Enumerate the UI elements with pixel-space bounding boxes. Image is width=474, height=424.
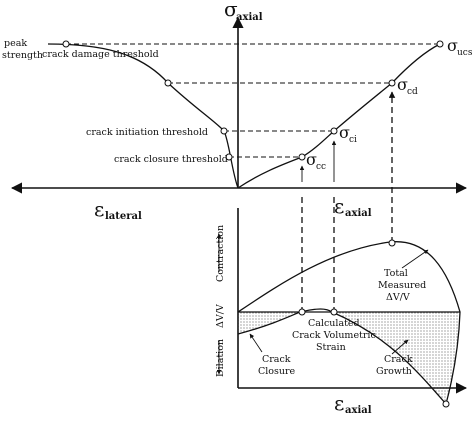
calculated-label-line1: Calculated <box>308 318 360 329</box>
sigma-ucs-symbol: σ <box>447 36 458 55</box>
sigma-ci-subscript: ci <box>349 135 357 145</box>
total-measured-leader <box>401 249 429 269</box>
eps-lateral-subscript: lateral <box>105 211 142 222</box>
total-volumetric-strain-curve <box>237 241 461 405</box>
crack-initiation-point <box>220 127 228 135</box>
cc-point <box>298 153 306 161</box>
sigma-cc-subscript: cc <box>316 162 326 172</box>
calculated-label-line2: Crack Volumetric <box>292 330 376 341</box>
contraction-label: Contraction <box>215 225 226 282</box>
peak-strength-label-line1: peak <box>4 38 27 49</box>
eps-axial-subscript: axial <box>345 208 372 219</box>
crack-closure-region-label-line2: Closure <box>258 366 296 377</box>
crack-closure-shaded-region <box>238 312 300 334</box>
sigma-axial-symbol: σ <box>224 0 238 21</box>
sigma-cc-symbol: σ <box>306 150 317 169</box>
axial-strain-curve <box>237 43 441 189</box>
lateral-strain-curve <box>47 43 239 189</box>
crack-volumetric-strain-curve <box>237 308 447 405</box>
cd-lower-point <box>388 239 396 247</box>
ucs-point <box>436 40 444 48</box>
eps-lateral-symbol: ε <box>94 197 104 221</box>
crack-initiation-label: crack initiation threshold <box>86 127 208 138</box>
peak-strength-point <box>62 40 70 48</box>
eps-axial-symbol: ε <box>334 194 344 218</box>
peak-strength-label-line2: strength <box>2 50 43 61</box>
crack-damage-label: crack damage threshold <box>42 49 159 60</box>
cd-point <box>388 79 396 87</box>
crack-closure-region-label-line1: Crack <box>262 354 291 365</box>
crack-closure-leader <box>249 333 263 353</box>
end-point <box>442 400 450 408</box>
lower-eps-axial-subscript: axial <box>345 405 372 416</box>
sigma-cd-subscript: cd <box>407 87 418 97</box>
ci-lower-point <box>330 308 338 316</box>
total-measured-label-line1: Total <box>384 268 408 279</box>
sigma-ci-symbol: σ <box>339 123 350 142</box>
crack-closure-label: crack closure threshold <box>114 154 228 165</box>
crack-growth-shaded-region <box>332 312 460 404</box>
sigma-cd-symbol: σ <box>397 75 408 94</box>
dilation-label: Dilation <box>215 339 226 377</box>
crack-growth-leader <box>391 339 409 355</box>
calculated-label-line3: Strain <box>316 342 346 353</box>
crack-growth-region-label-line2: Growth <box>376 366 412 377</box>
sigma-ucs-subscript: ucs <box>457 48 473 58</box>
ci-point <box>330 127 338 135</box>
crack-closure-point <box>225 153 233 161</box>
cc-lower-point <box>298 308 306 316</box>
lower-eps-axial-symbol: ε <box>334 391 344 415</box>
total-measured-label-line2: Measured <box>378 280 426 291</box>
crack-growth-region-label-line1: Crack <box>384 354 413 365</box>
sigma-axial-subscript: axial <box>236 12 263 23</box>
crack-damage-point <box>164 79 172 87</box>
delta-v-over-v-label: ΔV/V <box>215 304 226 328</box>
total-measured-label-line3: ΔV/V <box>386 292 410 303</box>
